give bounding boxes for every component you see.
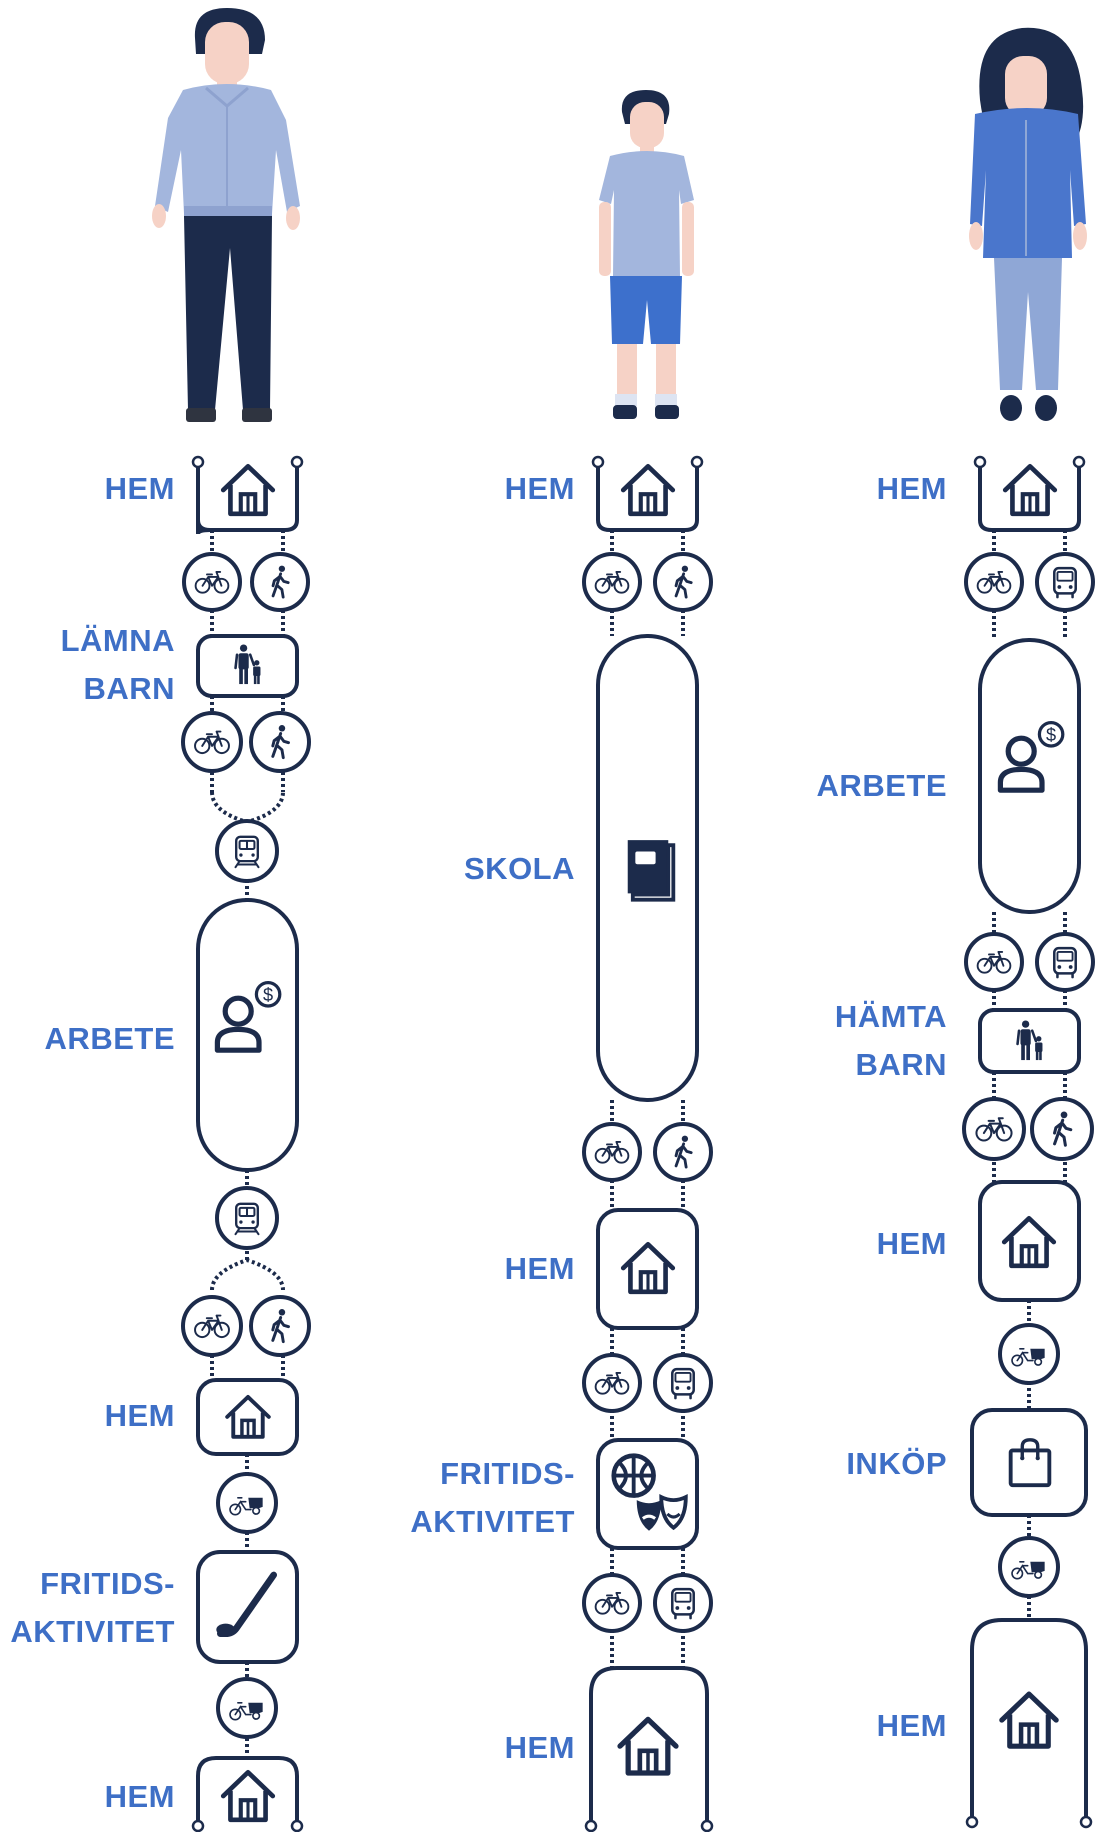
boy-stop-fritid-box bbox=[598, 1440, 697, 1548]
transport-circle bbox=[252, 554, 308, 610]
transport-circle bbox=[655, 1124, 711, 1180]
man-stop-hem-2-box bbox=[198, 1380, 297, 1454]
woman-figure-icon bbox=[969, 28, 1087, 421]
transport-circle bbox=[966, 934, 1022, 990]
transport-circle bbox=[251, 1297, 309, 1355]
transport-circle bbox=[966, 554, 1022, 610]
transport-circle bbox=[218, 1679, 276, 1737]
boy-figure-icon bbox=[599, 90, 694, 419]
boy-label-hem-2: HEM bbox=[420, 1245, 575, 1293]
label-line: HÄMTA bbox=[790, 993, 947, 1041]
label-line: BARN bbox=[20, 665, 175, 713]
man-label-arbete: ARBETE bbox=[20, 1015, 175, 1063]
transport-circle bbox=[183, 1297, 241, 1355]
label-line: FRITIDS- bbox=[0, 1560, 175, 1608]
transport-circle bbox=[1032, 1099, 1092, 1159]
label-line: BARN bbox=[790, 1041, 947, 1089]
transport-circle bbox=[655, 1355, 711, 1411]
transport-circle bbox=[217, 1188, 277, 1248]
transport-circle bbox=[218, 1474, 276, 1532]
woman-label-hem-3: HEM bbox=[790, 1702, 947, 1750]
woman-label-inkop: INKÖP bbox=[790, 1440, 947, 1488]
boy-label-skola: SKOLA bbox=[420, 845, 575, 893]
woman-stop-inkop-box bbox=[972, 1410, 1086, 1515]
transport-circle bbox=[1000, 1538, 1058, 1596]
label-line: LÄMNA bbox=[20, 617, 175, 665]
boy-label-fritid: FRITIDS- AKTIVITET bbox=[400, 1450, 575, 1546]
man-stop-arbete-box bbox=[198, 900, 297, 1170]
woman-stop-hem-2-box bbox=[980, 1182, 1079, 1300]
transport-circle bbox=[1037, 554, 1093, 610]
boy-stop-hem-2-box bbox=[598, 1210, 697, 1328]
woman-label-hem-1: HEM bbox=[790, 465, 947, 513]
woman-stop-arbete-box bbox=[980, 640, 1079, 912]
house-icon bbox=[223, 1772, 273, 1820]
house-icon bbox=[620, 1719, 676, 1773]
transport-circle bbox=[964, 1099, 1024, 1159]
label-line: AKTIVITET bbox=[0, 1608, 175, 1656]
man-label-hem-2: HEM bbox=[20, 1392, 175, 1440]
transport-circle bbox=[183, 713, 241, 771]
house-icon bbox=[1002, 1694, 1056, 1746]
woman-label-arbete: ARBETE bbox=[790, 762, 947, 810]
transport-circle bbox=[184, 554, 240, 610]
transport-circle bbox=[584, 1124, 640, 1180]
label-line: AKTIVITET bbox=[400, 1498, 575, 1546]
transport-circle bbox=[1000, 1325, 1058, 1383]
man-figure-icon bbox=[152, 8, 300, 422]
transport-circle bbox=[1037, 934, 1093, 990]
transport-circle bbox=[584, 554, 640, 610]
transport-circle bbox=[655, 554, 711, 610]
boy-label-hem-3: HEM bbox=[420, 1724, 575, 1772]
man-label-hem-1: HEM bbox=[20, 465, 175, 513]
house-icon bbox=[623, 466, 673, 514]
label-line: FRITIDS- bbox=[400, 1450, 575, 1498]
transport-circle bbox=[655, 1575, 711, 1631]
man-label-lamna-barn: LÄMNA BARN bbox=[20, 617, 175, 713]
transport-circle bbox=[217, 821, 277, 881]
woman-label-hem-2: HEM bbox=[790, 1220, 947, 1268]
house-icon bbox=[1005, 466, 1055, 514]
book-icon bbox=[628, 840, 674, 900]
boy-label-hem-1: HEM bbox=[420, 465, 575, 513]
transport-circle bbox=[584, 1575, 640, 1631]
man-label-hem-3: HEM bbox=[20, 1773, 175, 1821]
woman-label-hamta-barn: HÄMTA BARN bbox=[790, 993, 947, 1089]
man-label-fritid: FRITIDS- AKTIVITET bbox=[0, 1560, 175, 1656]
house-icon bbox=[223, 466, 273, 514]
transport-circle bbox=[251, 713, 309, 771]
transport-circle bbox=[584, 1355, 640, 1411]
